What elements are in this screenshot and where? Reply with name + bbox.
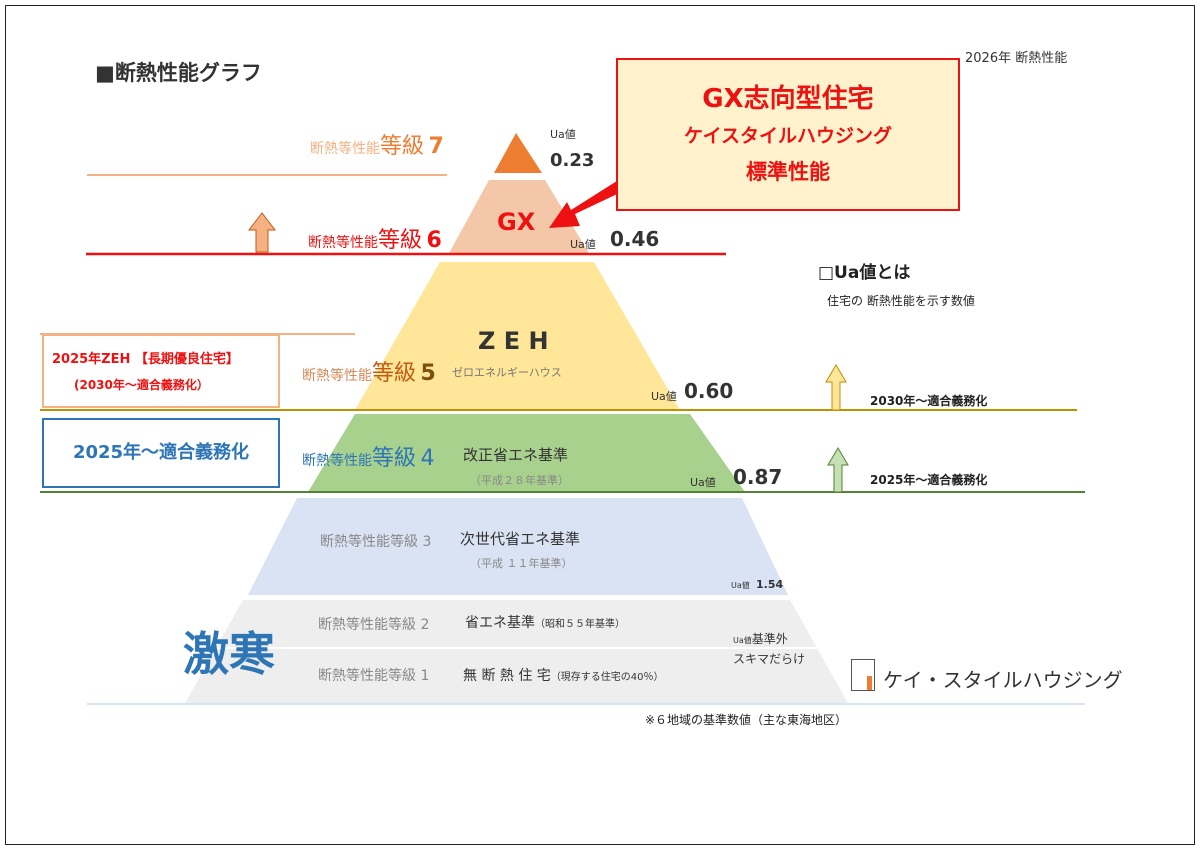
callout-line1: GX志向型住宅 xyxy=(702,84,874,114)
mandatory-2025-box: 2025年～適合義務化 xyxy=(42,418,280,488)
grade7-ua-value: 0.23 xyxy=(550,150,595,171)
grade12-note: スキマだらけ xyxy=(733,652,806,666)
grade7-label: 断熱等性能等級 7 xyxy=(310,128,444,160)
logo-text: ケイ・スタイルハウジング xyxy=(883,668,1123,692)
cold-label: 激寒 xyxy=(183,627,275,681)
grade12-tier xyxy=(185,600,848,703)
grade5-label: 断熱等性能等級 5 xyxy=(302,355,436,387)
logo-mark-icon xyxy=(851,659,875,691)
grade6-ua-value: 0.46 xyxy=(610,227,660,251)
grade-number: 7 xyxy=(428,134,444,159)
grade1-sub: （現存する住宅の40％） xyxy=(550,672,664,683)
page-frame xyxy=(5,5,1195,845)
grade-number: 5 xyxy=(420,361,436,386)
grade-word: 等級 xyxy=(372,446,417,471)
callout-arrow xyxy=(549,174,634,228)
grade-prefix: 断熱等性能 xyxy=(302,453,372,469)
grade4-name: 改正省エネ基準 xyxy=(463,446,569,464)
grade-prefix: 断熱等性能 xyxy=(308,235,378,251)
grade-word: 等級 xyxy=(378,228,423,253)
zeh-box-line1: 2025年ZEH 【長期優良住宅】 xyxy=(52,352,239,367)
2025-up-arrow xyxy=(827,447,849,493)
note-2025: 2025年～適合義務化 xyxy=(870,473,988,487)
zeh-name: Z E H xyxy=(478,327,549,355)
zeh-2025-box: 2025年ZEH 【長期優良住宅】 (2030年～適合義務化） xyxy=(42,334,280,408)
gx-name: GX xyxy=(497,208,536,236)
zeh-box-line2: (2030年～適合義務化） xyxy=(74,378,209,392)
grade12-ua-label: Ua値 xyxy=(733,636,752,645)
grade12-ua: Ua値基準外 xyxy=(733,630,788,647)
grade2-label: 断熱等性能等級 2 xyxy=(318,617,430,633)
zeh-sub: ゼロエネルギーハウス xyxy=(452,366,562,379)
grade1-name: 無 断 熱 住 宅（現存する住宅の40％） xyxy=(463,665,664,685)
grade-prefix: 断熱等性能 xyxy=(310,141,380,157)
grade4-ua-value: 0.87 xyxy=(733,465,783,489)
grade4-label: 断熱等性能等級 4 xyxy=(302,440,434,472)
grade7-triangle xyxy=(494,133,542,173)
grade3-ua-value: 1.54 xyxy=(756,578,784,591)
grade3-ua-label: Ua値 xyxy=(731,581,750,590)
note-2030: 2030年～適合義務化 xyxy=(870,394,988,408)
2030-up-arrow xyxy=(825,364,847,411)
grade5-ua-value: 0.60 xyxy=(684,379,734,403)
callout-line2: ケイスタイルハウジング xyxy=(683,125,893,147)
year-label: 2026年 断熱性能 xyxy=(965,51,1068,66)
grade2-name-text: 省エネ基準 xyxy=(465,615,535,631)
grade-word: 等級 xyxy=(380,134,425,159)
ua-info-title: □Ua値とは xyxy=(818,263,911,283)
ua-info-desc: 住宅の 断熱性能を示す数値 xyxy=(827,294,975,308)
gx-callout-box: GX志向型住宅 ケイスタイルハウジング 標準性能 xyxy=(616,58,960,211)
zeh-tier xyxy=(355,262,680,410)
grade5-ua-label: Ua値 xyxy=(651,390,677,403)
footnote: ※６地域の基準数値（主な東海地区） xyxy=(645,713,848,727)
grade-prefix: 断熱等性能 xyxy=(302,368,372,384)
grade1-name-text: 無 断 熱 住 宅 xyxy=(463,668,551,684)
grade-word: 等級 xyxy=(372,361,417,386)
grade2-sub: （昭和５５年基準） xyxy=(535,619,625,630)
grade4-sub: （平成２８年基準） xyxy=(470,474,569,487)
grade-number: 4 xyxy=(420,446,435,471)
grade6-label: 断熱等性能等級 6 xyxy=(308,222,442,254)
grade12-ua-value: 基準外 xyxy=(751,632,788,646)
grade3-label: 断熱等性能等級 3 xyxy=(320,534,432,550)
grade4-ua-label: Ua値 xyxy=(690,476,716,489)
grade-number: 6 xyxy=(426,228,442,253)
grade1-label: 断熱等性能等級 1 xyxy=(318,668,430,684)
grade6-ua-label: Ua値 xyxy=(570,238,596,251)
grade6-up-arrow xyxy=(247,212,277,253)
grade3-tier xyxy=(248,498,788,595)
gx-tier xyxy=(448,180,590,255)
grade2-name: 省エネ基準（昭和５５年基準） xyxy=(465,612,625,632)
grade4-tier xyxy=(308,414,745,492)
callout-line3: 標準性能 xyxy=(746,160,830,184)
page-title: ■断熱性能グラフ xyxy=(95,61,262,85)
grade7-ua-label: Ua値 xyxy=(550,128,576,141)
grade3-name: 次世代省エネ基準 xyxy=(460,530,581,548)
grade3-sub: （平成 １１年基準） xyxy=(470,557,573,570)
